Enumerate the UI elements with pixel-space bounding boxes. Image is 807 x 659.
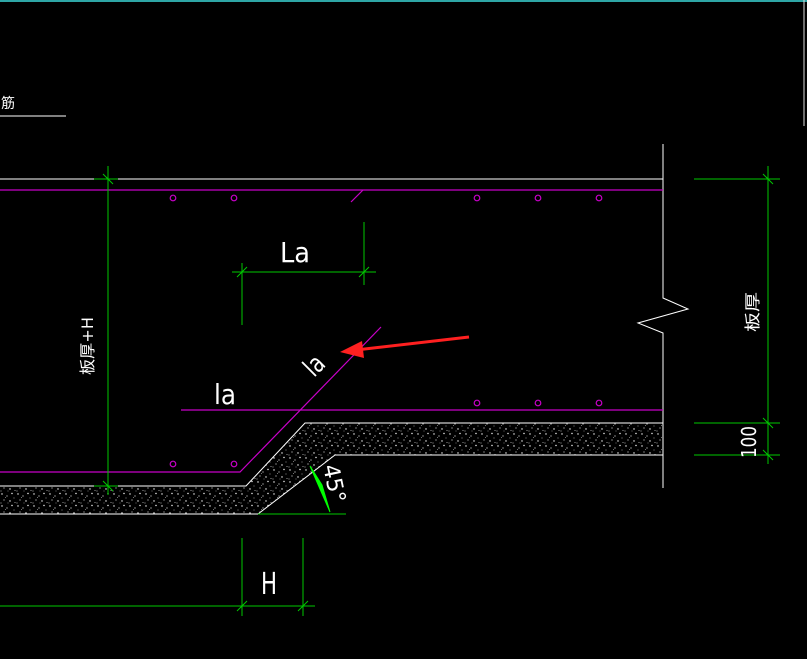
right-dim-tick-top (762, 173, 774, 185)
h-dim-tick-right (297, 600, 309, 612)
rebar-dot (595, 194, 603, 202)
rebar-dot (230, 194, 238, 202)
right-dim-tick-mid (762, 417, 774, 429)
angle-label: 45° (317, 462, 350, 505)
red-arrow-shaft (355, 335, 470, 352)
rebar-dots (169, 194, 603, 468)
left-dim-label: 板厚+H (78, 317, 97, 375)
la-dim-tick-left (236, 266, 248, 278)
rebar-dot (534, 194, 542, 202)
right-dim-tick-bottom (762, 449, 774, 461)
left-dim-tick-top (102, 173, 114, 185)
break-line (636, 144, 690, 488)
la-label: La (280, 236, 310, 269)
h-dim-tick-left (236, 600, 248, 612)
height-label: H (261, 567, 277, 602)
angle-marker (309, 465, 331, 513)
rebar-dot (595, 399, 603, 407)
rebar-dot (230, 460, 238, 468)
red-arrow-head (340, 341, 364, 358)
dimension-lines (0, 166, 780, 616)
rebar-dot (169, 460, 177, 468)
rebar-dot (473, 399, 481, 407)
la-dim-tick-right (358, 266, 370, 278)
la-horizontal-label: la (214, 378, 236, 411)
rebar-dot (534, 399, 542, 407)
la-diagonal-label: la (298, 349, 332, 383)
rebar-dot (473, 194, 481, 202)
slab-lower-edge (0, 454, 663, 515)
top-rebar-tick (350, 189, 364, 203)
right-dim-label: 板厚 (743, 292, 762, 332)
rebar-dot (169, 194, 177, 202)
top-label: 筋 (1, 95, 15, 112)
bottom-dim-label: 100 (737, 426, 761, 458)
concrete-fill (0, 423, 663, 514)
left-dim-tick-bottom (102, 480, 114, 492)
slab-upper-edge (0, 422, 663, 487)
bent-rebar (0, 326, 382, 473)
